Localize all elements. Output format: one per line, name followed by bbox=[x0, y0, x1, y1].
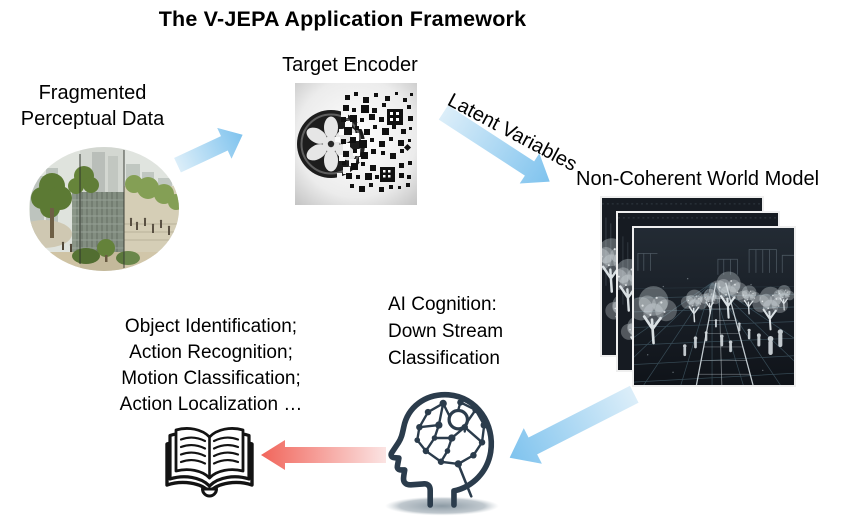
world-model-frame-front bbox=[632, 226, 796, 387]
fragmented-label-line2: Perceptual Data bbox=[20, 108, 165, 130]
tasks-line2: Action Recognition; bbox=[129, 342, 293, 363]
arrow-data-to-encoder bbox=[170, 119, 250, 180]
target-encoder-image bbox=[295, 83, 417, 205]
neural-network-icon bbox=[416, 401, 486, 498]
network-nodes bbox=[414, 399, 488, 468]
downstream-tasks-label: Object Identification; Action Recognitio… bbox=[88, 314, 334, 418]
fragmented-label-line1: Fragmented bbox=[38, 82, 147, 104]
arrow-world-model-to-cognition bbox=[501, 376, 644, 475]
diagram-title: The V-JEPA Application Framework bbox=[158, 7, 527, 31]
ai-cognition-head-icon bbox=[385, 391, 499, 516]
target-encoder-label: Target Encoder bbox=[282, 54, 418, 76]
arrow-cognition-to-tasks bbox=[261, 440, 386, 470]
tasks-line3: Motion Classification; bbox=[121, 368, 301, 389]
head-shadow bbox=[385, 496, 499, 516]
ai-cognition-label: AI Cognition: Down Stream Classification bbox=[388, 291, 503, 372]
world-model-label: Non-Coherent World Model bbox=[576, 168, 820, 190]
cognition-line1: AI Cognition: bbox=[388, 294, 497, 315]
open-book-icon bbox=[165, 427, 254, 498]
tasks-line1: Object Identification; bbox=[124, 316, 298, 337]
fragmented-perceptual-data-label: Fragmented Perceptual Data bbox=[5, 80, 180, 132]
cognition-line2: Down Stream bbox=[388, 321, 504, 342]
cognition-line3: Classification bbox=[388, 348, 500, 369]
tasks-line4: Action Localization … bbox=[119, 394, 303, 415]
fragmented-scene-image bbox=[29, 147, 179, 271]
